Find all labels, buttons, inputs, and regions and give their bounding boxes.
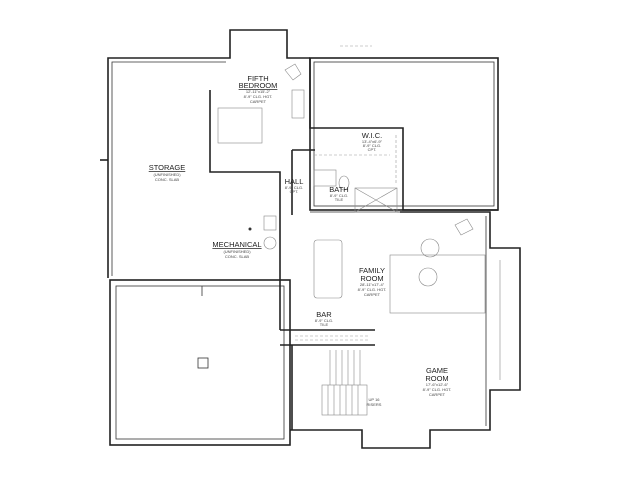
room-ceiling: 8'-9" CLG. xyxy=(285,185,303,190)
room-family-room: FAMILY ROOM 28'-11"x17'-4" 8'-9" CLG. HG… xyxy=(358,266,387,297)
room-dimensions: 17'-6"x12'-6" xyxy=(426,382,449,387)
stairs-label: UP 16 RISERS xyxy=(367,397,382,407)
room-ceiling: 8'-9" CLG. HGT. xyxy=(423,387,452,392)
room-floor: CARPET xyxy=(364,292,381,297)
room-name: BAR xyxy=(316,310,332,319)
room-name: GAME xyxy=(426,366,448,375)
furnace xyxy=(263,215,277,231)
furniture xyxy=(217,63,486,314)
room-floor: TILE xyxy=(335,197,344,202)
room-ceiling: 8'-9" CLG. xyxy=(315,318,333,323)
room-floor: CPT. xyxy=(368,147,377,152)
stairs-note: RISERS xyxy=(367,402,382,407)
room-floor: CONC. SLAB xyxy=(225,254,250,259)
room-name: ROOM xyxy=(360,274,383,283)
room-ceiling: 8'-9" CLG. xyxy=(363,143,381,148)
toilet xyxy=(338,175,350,191)
water-heater xyxy=(263,236,277,250)
room-floor: CONC. SLAB xyxy=(155,177,180,182)
room-floor: TILE xyxy=(320,322,329,327)
room-dimensions: 13'-4"x6'-9" xyxy=(362,139,383,144)
room-bath: BATH 8'-9" CLG. TILE xyxy=(329,185,348,202)
room-fifth-bedroom: FIFTH BEDROOM 12'-11"x15'-2" 8'-9" CLG. … xyxy=(239,74,278,104)
room-ceiling: 8'-9" CLG. xyxy=(330,193,348,198)
room-ceiling: 8'-9" CLG. HGT. xyxy=(358,287,387,292)
stairs xyxy=(295,335,370,416)
room-storage: STORAGE (UNFINISHED) CONC. SLAB xyxy=(149,163,186,182)
room-dimensions: 28'-11"x17'-4" xyxy=(360,282,385,287)
room-name: BEDROOM xyxy=(239,81,278,90)
stairs-note: UP 16 xyxy=(368,397,380,402)
room-name: W.I.C. xyxy=(362,131,382,140)
room-name: MECHANICAL xyxy=(212,240,261,249)
room-ceiling: 8'-9" CLG. HGT. xyxy=(244,94,273,99)
room-name: HALL xyxy=(285,177,304,186)
room-note: (UNFINISHED) xyxy=(153,172,181,177)
room-hall: HALL 8'-9" CLG. CPT. xyxy=(285,177,304,194)
room-name: BATH xyxy=(329,185,348,194)
armchair xyxy=(284,63,302,81)
room-name: STORAGE xyxy=(149,163,186,172)
vanity xyxy=(313,169,337,187)
shower xyxy=(354,187,398,213)
room-name: FIFTH xyxy=(247,74,268,83)
room-wic: W.I.C. 13'-4"x6'-9" 8'-9" CLG. CPT. xyxy=(362,131,383,152)
bed xyxy=(217,107,263,144)
room-name: ROOM xyxy=(425,374,448,383)
room-note: (UNFINISHED) xyxy=(223,249,251,254)
room-floor: CARPET xyxy=(250,99,267,104)
room-name: FAMILY xyxy=(359,266,385,275)
pool-table xyxy=(313,239,343,299)
room-game-room: GAME ROOM 17'-6"x12'-6" 8'-9" CLG. HGT. … xyxy=(423,366,452,397)
room-dimensions: 12'-11"x15'-2" xyxy=(246,89,271,94)
walls xyxy=(100,29,521,449)
room-mechanical: MECHANICAL (UNFINISHED) CONC. SLAB xyxy=(212,240,261,259)
room-floor: CPT. xyxy=(290,189,299,194)
room-bar: BAR 8'-9" CLG. TILE xyxy=(315,310,333,327)
room-floor: CARPET xyxy=(429,392,446,397)
sectional-sofa xyxy=(389,254,486,314)
